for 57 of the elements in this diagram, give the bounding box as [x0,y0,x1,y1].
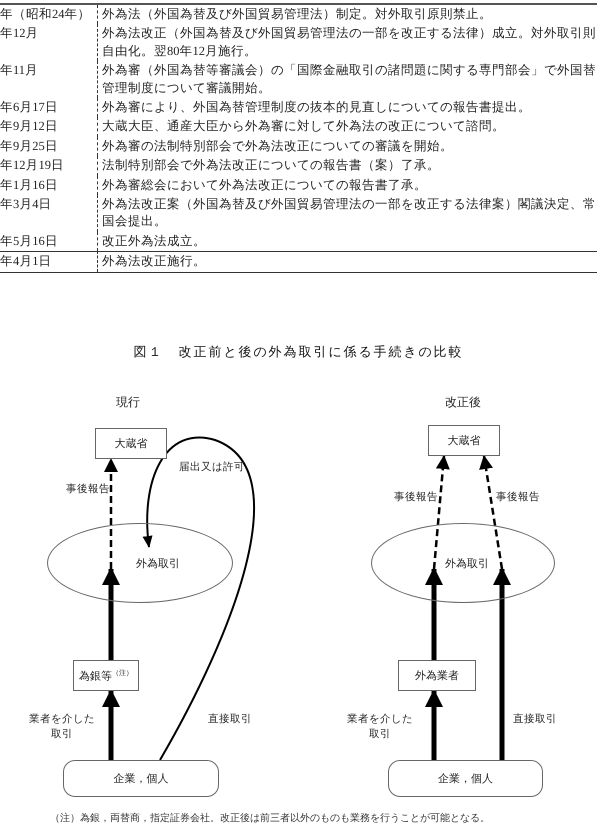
arrow [425,567,443,660]
column-heading: 現行 [115,395,141,410]
edge-label: 直接取引 [207,712,253,727]
annotation-label: 届出又は許可 [178,460,246,475]
edge-label: 業者を介した取引 [346,712,414,742]
table-cell: 法制特別部会で外為法改正についての報告書（案）了承。 [97,156,597,176]
arrow [493,567,511,760]
table-cell-text: 年9月12日 [0,118,59,136]
ellipse-node [371,523,555,603]
table-cell: 改正外為法成立。 [97,232,597,252]
node-label: 外為業者 [415,668,459,683]
table-cell: 外為法改正（外国為替及び外国貿易管理法の一部を改正する法律）成立。対外取引則自由化。翌80年12月施行。 [97,24,597,62]
edge-label: 事後報告 [65,482,111,497]
node-label: 大蔵省 [448,433,480,448]
curved-arrow [143,436,255,760]
table-cell-text: 年3月4日 [0,196,52,214]
arrow [425,689,443,760]
footnote: （注）為銀，両替商，指定証券会社。改正後は前三者以外のものも業務を行うことが可能となる。 [50,812,490,825]
table-cell-text: 年5月16日 [0,232,59,250]
table-cell-text: 年9月25日 [0,138,59,155]
arrow [104,458,118,569]
table-cell: 年4月1日 [0,251,97,272]
edge-label: 事後報告 [495,490,541,505]
node-label: 企業，個人 [438,771,493,786]
rounded-box [388,760,543,797]
table-cell-text: 年（昭和24年） [0,6,92,23]
arrow [479,455,504,570]
table-cell-text: 年12月 [0,25,40,42]
ellipse-node [47,523,233,603]
table-cell-text: 年11月 [0,62,40,80]
process-box [73,660,139,691]
rounded-box [63,760,219,797]
process-box [428,425,500,456]
table-cell: 外為法改正施行。 [97,251,597,272]
figure-title: 図１ 改正前と後の外為取引に係る手続きの比較 [132,344,464,361]
arrow [432,455,450,570]
node-label: 為銀等$^{（注）}$ [79,668,133,684]
table-cell-text: 年1月16日 [0,176,59,194]
edge-label: 直接取引 [512,712,558,727]
table-cell-text: 年6月17日 [0,99,59,116]
edge-label: 業者を介した取引 [28,712,96,742]
edge-label: 事後報告 [393,490,439,505]
table-cell: 外為審（外国為替等審議会）の「国際金融取引の諸問題に関する専門部会」で外国替管理制度について審議開始。 [97,61,597,98]
table-cell: 大蔵大臣、通産大臣から外為審に対して外為法の改正について諮問。 [97,117,597,137]
table-cell: 外為法（外国為替及び外国貿易管理法）制定。対外取引原則禁止。 [97,5,597,24]
arrow [102,689,120,760]
table-cell: 外為審により、外国為替管理制度の抜本的見直しについての報告書提出。 [97,98,597,118]
column-heading: 改正後 [444,395,482,410]
node-label: 企業，個人 [114,771,168,786]
table-cell-text: 年12月19日 [0,157,65,174]
table-cell: 外為審総会において外為法改正についての報告書了承。 [97,176,597,196]
arrow [102,567,120,660]
process-box [398,660,476,691]
node-label: 大蔵省 [114,436,148,451]
table-cell: 外為法改正案（外国為替及び外国貿易管理法の一部を改正する法律案）閣議決定、常国会提出。 [97,195,597,232]
table-cell: 外為審の法制特別部会で外為法改正についての審議を開始。 [97,136,597,156]
process-box [95,428,167,459]
